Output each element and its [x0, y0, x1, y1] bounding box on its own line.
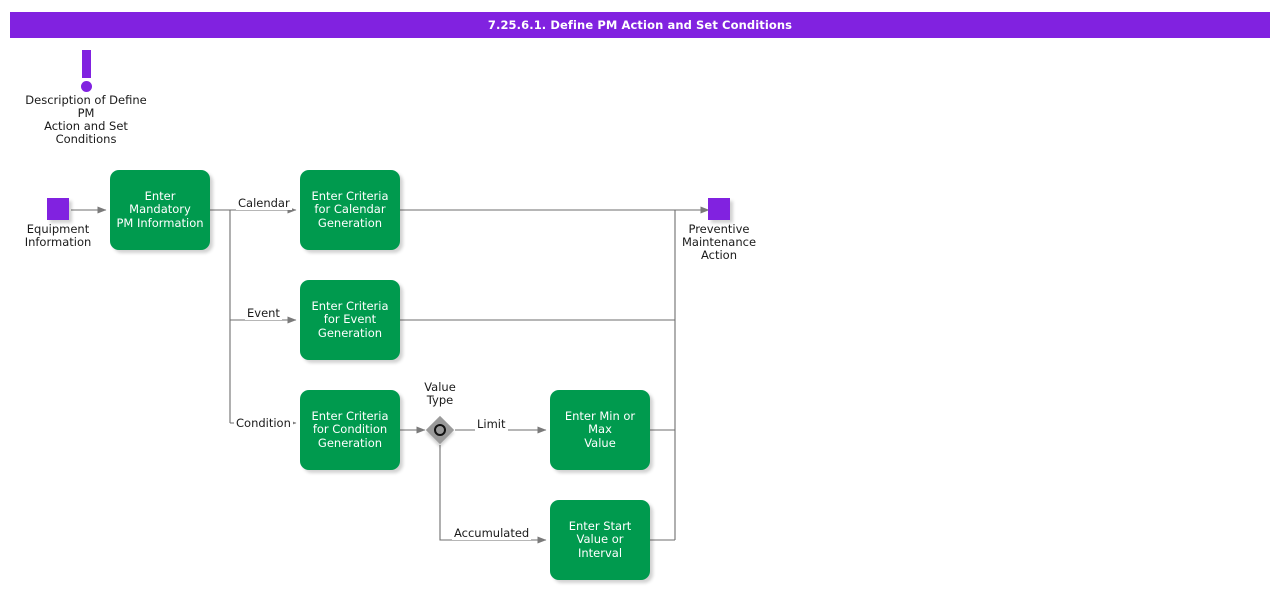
node-value-type-decision[interactable]: Value Type — [424, 381, 457, 447]
node-equipment-information-label: Equipment Information — [24, 222, 92, 249]
node-value-type-label: Value Type — [424, 380, 456, 407]
page-title-bar: 7.25.6.1. Define PM Action and Set Condi… — [10, 12, 1270, 38]
description-note-label: Description of Define PM Action and Set … — [25, 93, 147, 146]
edge-mandatory-splitter — [210, 209, 231, 423]
purple-square-icon — [47, 198, 69, 220]
node-preventive-maintenance-action[interactable]: Preventive Maintenance Action — [674, 198, 764, 262]
node-enter-mandatory-pm-information[interactable]: Enter Mandatory PM Information — [110, 170, 210, 250]
purple-square-icon — [708, 198, 730, 220]
node-preventive-maintenance-action-label: Preventive Maintenance Action — [681, 222, 757, 262]
edge-label-event: Event — [245, 306, 282, 320]
node-enter-criteria-for-calendar-generation[interactable]: Enter Criteria for Calendar Generation — [300, 170, 400, 250]
node-enter-min-or-max-value[interactable]: Enter Min or Max Value — [550, 390, 650, 470]
description-note: Description of Define PM Action and Set … — [16, 48, 156, 146]
node-equipment-information[interactable]: Equipment Information — [13, 198, 103, 249]
page-title: 7.25.6.1. Define PM Action and Set Condi… — [487, 18, 793, 32]
node-enter-criteria-for-event-generation[interactable]: Enter Criteria for Event Generation — [300, 280, 400, 360]
decision-ring-icon — [434, 424, 446, 436]
edge-label-condition: Condition — [234, 416, 293, 430]
exclamation-icon — [74, 48, 98, 92]
edge-label-limit: Limit — [475, 417, 508, 431]
node-enter-criteria-for-condition-generation[interactable]: Enter Criteria for Condition Generation — [300, 390, 400, 470]
edge-label-accumulated: Accumulated — [452, 526, 532, 540]
node-enter-start-value-or-interval[interactable]: Enter Start Value or Interval — [550, 500, 650, 580]
edge-label-calendar: Calendar — [236, 196, 292, 210]
